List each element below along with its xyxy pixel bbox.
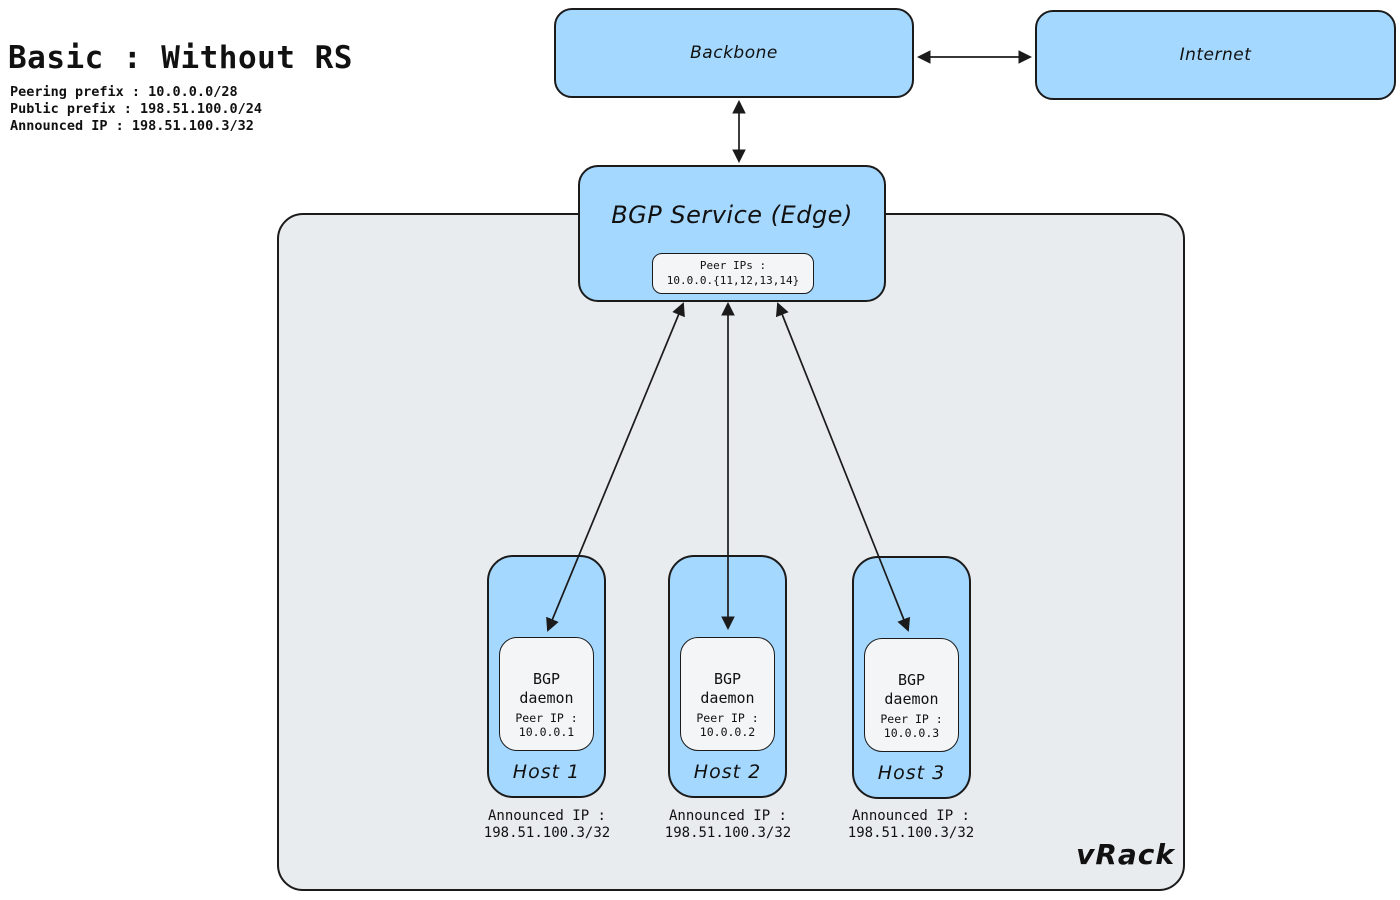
bgp-service-label: BGP Service (Edge) [611,201,853,229]
host-3-label: Host 3 [877,762,946,784]
bgp-daemon-box-3: BGP daemon Peer IP : 10.0.0.3 [864,638,959,752]
announced-value: 198.51.100.3/32 [847,825,975,841]
host-2-label: Host 2 [693,761,762,783]
announced-value: 198.51.100.3/32 [664,825,792,841]
peer-ips-line1: Peer IPs : [699,259,767,272]
announced-label: Announced IP : [851,808,970,824]
announced-ip-line: Announced IP : 198.51.100.3/32 [10,118,254,134]
host-2-node: BGP daemon Peer IP : 10.0.0.2 Host 2 [668,555,787,798]
announced-label: Announced IP : [487,808,606,824]
backbone-node: Backbone [554,8,914,98]
peering-prefix-line: Peering prefix : 10.0.0.0/28 [10,84,238,100]
public-prefix-line: Public prefix : 198.51.100.0/24 [10,101,262,117]
host-1-node: BGP daemon Peer IP : 10.0.0.1 Host 1 [487,555,606,798]
bgp-service-node: BGP Service (Edge) Peer IPs : 10.0.0.{11… [578,165,886,302]
host-1-label: Host 1 [512,761,581,783]
prefix-details: Peering prefix : 10.0.0.0/28 Public pref… [10,84,262,135]
internet-label: Internet [1179,45,1252,65]
peer-ips-line2: 10.0.0.{11,12,13,14} [666,273,800,287]
announced-value: 198.51.100.3/32 [483,825,611,841]
announced-ip-host-3: Announced IP : 198.51.100.3/32 [801,808,1021,842]
page-title: Basic : Without RS [8,40,353,76]
announced-label: Announced IP : [668,808,787,824]
daemon-line2: daemon [884,690,939,708]
daemon-line1: BGP [532,670,561,688]
daemon-line1: BGP [713,670,742,688]
daemon-line2: daemon [700,689,755,707]
peer-ips-box: Peer IPs : 10.0.0.{11,12,13,14} [652,253,814,294]
peer-ip-label: Peer IP : [880,712,943,726]
peer-ip-label: Peer IP : [515,711,578,725]
peer-ip-value: 10.0.0.1 [518,725,575,739]
bgp-daemon-box-1: BGP daemon Peer IP : 10.0.0.1 [499,637,594,751]
peer-ip-value: 10.0.0.3 [883,726,940,740]
daemon-line2: daemon [519,689,574,707]
bgp-daemon-box-2: BGP daemon Peer IP : 10.0.0.2 [680,637,775,751]
announced-ip-host-2: Announced IP : 198.51.100.3/32 [618,808,838,842]
peer-ip-value: 10.0.0.2 [699,725,756,739]
vrack-label: vRack [1076,838,1175,871]
backbone-label: Backbone [690,43,778,63]
internet-node: Internet [1035,10,1396,100]
announced-ip-host-1: Announced IP : 198.51.100.3/32 [437,808,657,842]
daemon-line1: BGP [897,671,926,689]
host-3-node: BGP daemon Peer IP : 10.0.0.3 Host 3 [852,556,971,799]
peer-ip-label: Peer IP : [696,711,759,725]
